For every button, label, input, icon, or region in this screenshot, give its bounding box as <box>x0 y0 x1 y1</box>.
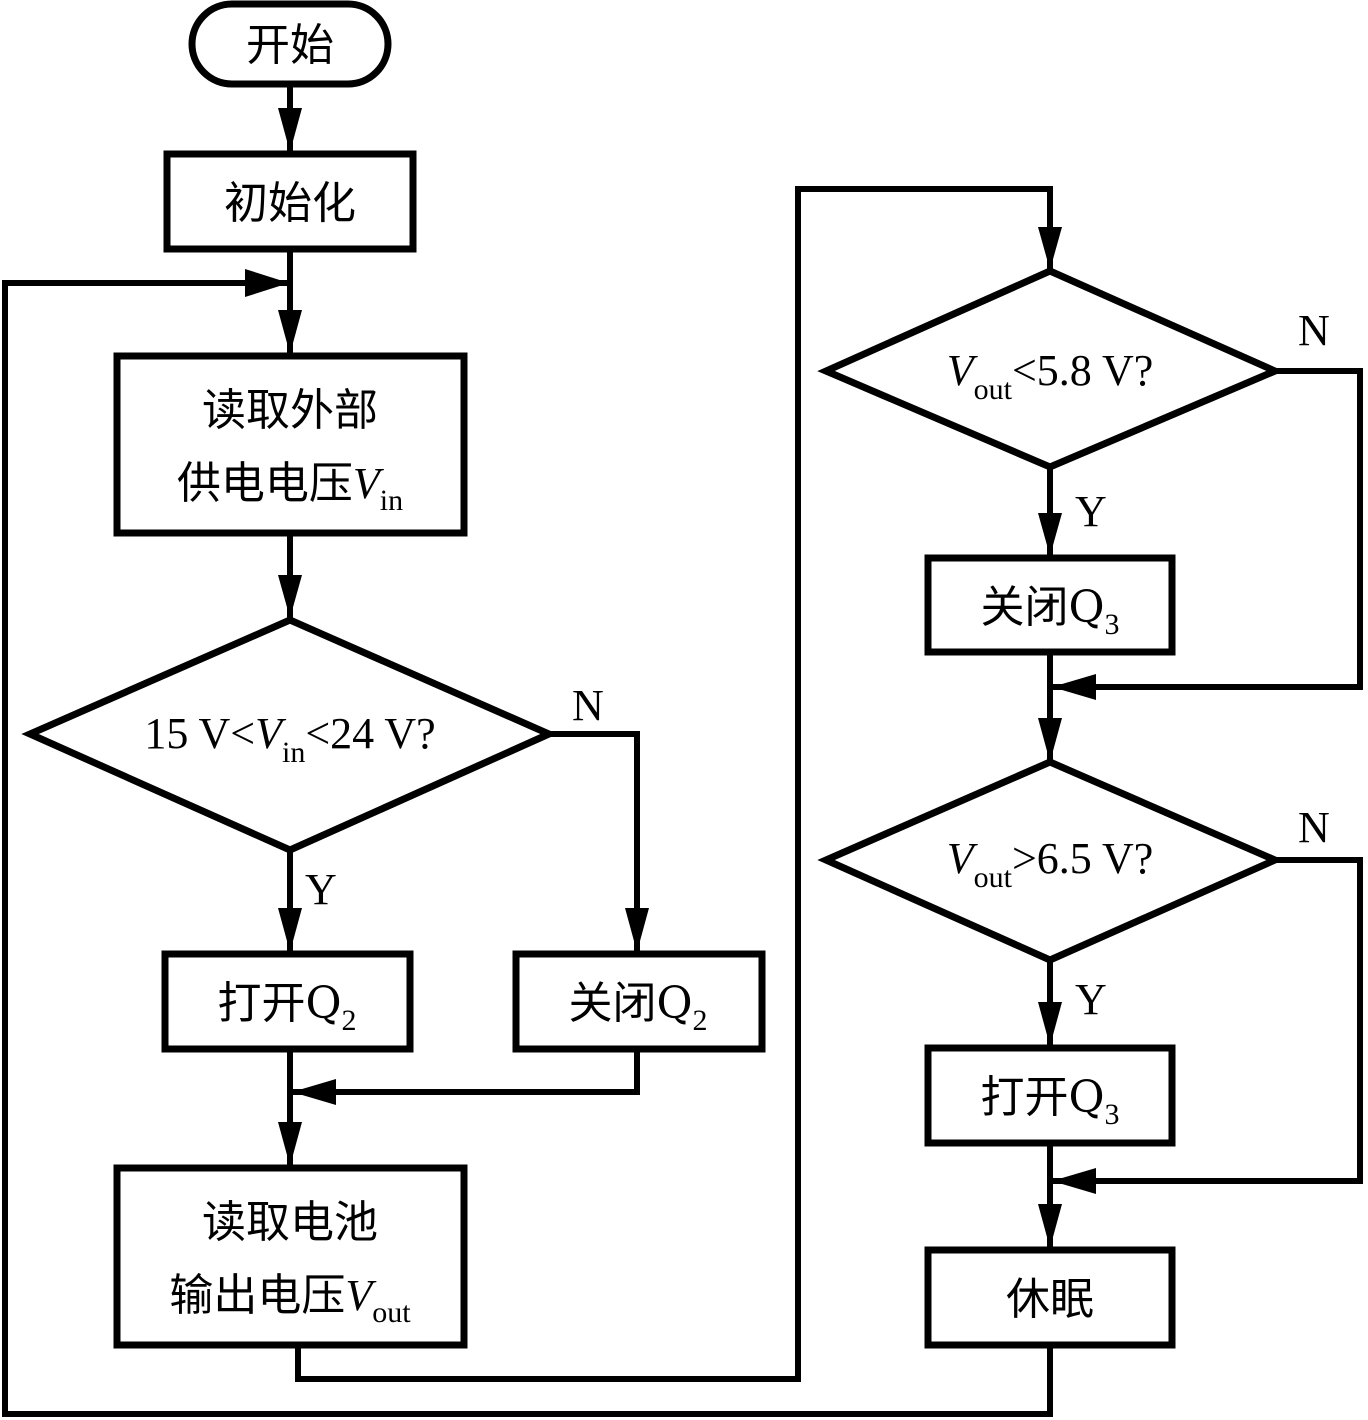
node-init: 初始化 <box>163 150 417 253</box>
read-vin-line1: 读取外部 <box>202 385 378 436</box>
label-yes-low: Y <box>1075 487 1107 536</box>
arrow-head <box>1038 1204 1062 1248</box>
init-label: 初始化 <box>224 178 356 229</box>
terminal-shape <box>188 0 392 88</box>
edge-readvout-checklow <box>295 186 1053 1382</box>
arrow-head <box>292 1079 336 1105</box>
node-start: 开始 <box>188 0 392 88</box>
start-label: 开始 <box>246 20 334 71</box>
close-q2-sub: 2 <box>693 1004 708 1037</box>
label-yes-high: Y <box>1075 975 1107 1024</box>
arrow-head <box>278 1122 302 1166</box>
label-no-high: N <box>1298 803 1330 852</box>
check-vin-label: 15 V<Vin<24 V? <box>144 709 435 769</box>
node-read-vout: 读取电池 输出电压Vout <box>113 1164 468 1349</box>
open-q2-sub: 2 <box>342 1004 357 1037</box>
edge-check-closeq2 <box>549 731 640 952</box>
node-check-vin: 15 V<Vin<24 V? <box>21 616 558 854</box>
node-check-low: Vout<5.8 V? <box>817 267 1284 471</box>
var-v: V <box>947 346 979 395</box>
arrow-head <box>278 575 302 618</box>
read-vout-line2: 输出电压Vout <box>169 1270 411 1329</box>
var-v: V <box>255 709 287 758</box>
process-shape <box>924 1246 1176 1349</box>
cond-post: >6.5 V? <box>1012 834 1153 883</box>
open-q2-label: 打开Q2 <box>217 978 356 1037</box>
process-shape <box>113 352 468 537</box>
var-sub: in <box>282 736 305 769</box>
label-no-vin: N <box>572 681 604 730</box>
var-v: V <box>353 459 385 508</box>
close-q3-sub: 3 <box>1105 608 1120 641</box>
decision-shape <box>817 758 1284 964</box>
decision-shape <box>21 616 558 854</box>
var-sub: out <box>974 861 1013 894</box>
var-sub: in <box>380 484 403 517</box>
cond-post: <24 V? <box>305 709 435 758</box>
arrow-head <box>245 269 289 297</box>
cond-post: <5.8 V? <box>1012 346 1153 395</box>
arrow-head <box>278 908 302 952</box>
close-q3-text: 关闭Q <box>980 582 1104 633</box>
node-close-q3: 关闭Q3 <box>924 554 1176 656</box>
edge-sleep-loop <box>2 280 1053 1417</box>
edge-checkhigh-merge <box>1052 857 1363 1184</box>
arrow-head <box>1052 674 1096 700</box>
process-shape <box>161 950 414 1053</box>
node-open-q3: 打开Q3 <box>924 1044 1176 1147</box>
check-low-label: Vout<5.8 V? <box>947 346 1154 406</box>
edge-closeq2-merge <box>292 1050 640 1095</box>
read-vout-line2-cn: 输出电压 <box>169 1270 345 1321</box>
close-q2-text: 关闭Q <box>568 978 692 1029</box>
arrow-head <box>278 310 302 354</box>
arrow-head <box>625 908 649 952</box>
var-sub: out <box>974 373 1013 406</box>
var-v: V <box>345 1271 377 1320</box>
open-q3-text: 打开Q <box>980 1072 1104 1123</box>
check-high-label: Vout>6.5 V? <box>947 834 1154 894</box>
arrow-head <box>1038 513 1062 556</box>
arrow-head <box>278 108 302 152</box>
arrow-head <box>1052 1168 1096 1194</box>
open-q2-text: 打开Q <box>217 978 341 1029</box>
read-vin-line2: 供电电压Vin <box>177 458 403 517</box>
arrow-head <box>1038 718 1062 762</box>
label-no-low: N <box>1298 306 1330 355</box>
close-q3-label: 关闭Q3 <box>980 582 1119 641</box>
process-shape <box>924 554 1176 656</box>
close-q2-label: 关闭Q2 <box>568 978 707 1037</box>
sleep-label: 休眠 <box>1006 1274 1094 1325</box>
process-shape <box>512 950 766 1053</box>
open-q3-label: 打开Q3 <box>980 1072 1119 1131</box>
node-check-high: Vout>6.5 V? <box>817 758 1284 964</box>
node-sleep: 休眠 <box>924 1246 1176 1349</box>
var-v: V <box>947 834 979 883</box>
node-read-vin: 读取外部 供电电压Vin <box>113 352 468 537</box>
arrow-head <box>1038 1002 1062 1046</box>
label-yes-vin: Y <box>305 865 337 914</box>
cond-pre: 15 V< <box>144 709 255 758</box>
var-sub: out <box>372 1296 411 1329</box>
node-open-q2: 打开Q2 <box>161 950 414 1053</box>
process-shape <box>163 150 417 253</box>
connectors <box>2 86 1363 1417</box>
node-close-q2: 关闭Q2 <box>512 950 766 1053</box>
read-vin-line2-cn: 供电电压 <box>177 458 353 509</box>
arrow-head <box>1038 227 1062 270</box>
read-vout-line1: 读取电池 <box>202 1197 378 1248</box>
process-shape <box>113 1164 468 1349</box>
process-shape <box>924 1044 1176 1147</box>
open-q3-sub: 3 <box>1105 1098 1120 1131</box>
edge-checklow-merge <box>1052 368 1363 690</box>
decision-shape <box>817 267 1284 471</box>
